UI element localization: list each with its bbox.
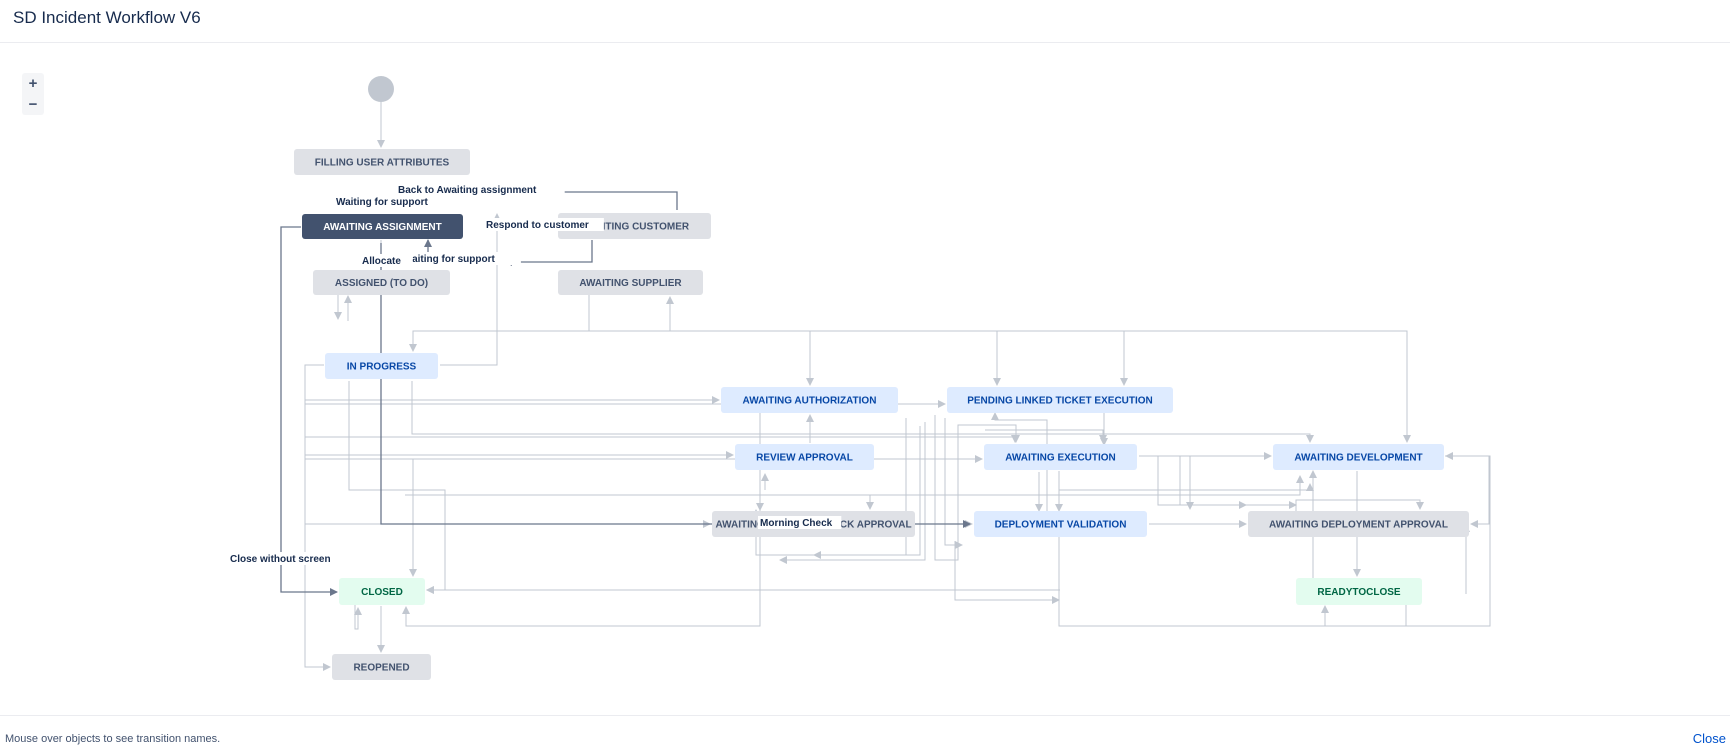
transition-label[interactable]: Respond to customer (486, 220, 589, 231)
transition-line (779, 422, 926, 564)
transition-line (954, 541, 1060, 604)
start-circle (368, 76, 394, 102)
status-awaiting-authorization[interactable]: AWAITING AUTHORIZATION (721, 387, 898, 413)
status-label: AWAITING AUTHORIZATION (743, 396, 877, 407)
transition-line (413, 330, 1411, 443)
zoom-out-button[interactable]: − (28, 96, 38, 113)
status-label: REOPENED (353, 663, 409, 674)
transition-line (1058, 452, 1491, 627)
transition-line (402, 413, 761, 627)
transition-label-bg (484, 218, 604, 231)
status-pending-linked[interactable]: PENDING LINKED TICKET EXECUTION (947, 387, 1173, 413)
close-button[interactable]: Close (1692, 731, 1726, 746)
status-deployment-validation[interactable]: DEPLOYMENT VALIDATION (974, 511, 1147, 537)
status-label: AWAITING EXECUTION (1005, 453, 1116, 464)
transition-label[interactable]: Close without screen (230, 554, 331, 565)
transition-line (813, 426, 921, 559)
status-reopened[interactable]: REOPENED (332, 654, 431, 680)
status-label: AWAITING CUSTOMER (580, 222, 690, 233)
status-label: AWAITING ASSIGNMENT (323, 222, 442, 233)
status-awaiting-supplier[interactable]: AWAITING SUPPLIER (558, 270, 703, 295)
transition-line (1295, 499, 1424, 511)
transition-line (944, 418, 963, 549)
zoom-in-button[interactable]: + (28, 75, 38, 92)
transition-line (305, 435, 1019, 443)
status-filling[interactable]: FILLING USER ATTRIBUTES (294, 149, 470, 175)
status-label: ASSIGNED (TO DO) (335, 278, 428, 289)
status-in-progress[interactable]: IN PROGRESS (325, 353, 438, 379)
status-label: CLOSED (361, 587, 403, 598)
zoom-controls: + − (22, 73, 44, 115)
status-label: IN PROGRESS (347, 362, 417, 373)
status-label: DEPLOYMENT VALIDATION (995, 520, 1127, 531)
status-label: AWAITING DEVELOPMENT (1294, 453, 1422, 464)
status-label: PENDING LINKED TICKET EXECUTION (967, 396, 1153, 407)
transition-line (413, 296, 674, 332)
workflow-diagram: FILLING USER ATTRIBUTES AWAITING ASSIGNME… (228, 76, 1491, 680)
transition-line (1321, 605, 1407, 627)
transition-line (1059, 483, 1314, 491)
transition-line (348, 381, 446, 594)
dialog-footer: Mouse over objects to see transition nam… (0, 715, 1730, 754)
transition-line-highlighted (504, 240, 593, 266)
transition-line-highlighted (539, 188, 678, 210)
transition-label-bg (228, 552, 354, 565)
status-awaiting-execution[interactable]: AWAITING EXECUTION (984, 444, 1137, 470)
status-label: AWAITING SUPPLIER (579, 278, 682, 289)
transition-label[interactable]: Morning Check (760, 518, 833, 529)
status-closed[interactable]: CLOSED (339, 578, 425, 605)
transition-label-bg (334, 195, 454, 208)
status-readytoclose[interactable]: READYTOCLOSE (1296, 578, 1422, 605)
transition-label[interactable]: Waiting for support (403, 254, 496, 265)
transition-label[interactable]: Back to Awaiting assignment (398, 185, 537, 196)
dialog-header: SD Incident Workflow V6 (0, 0, 1730, 43)
transition-label-bg (396, 183, 565, 196)
status-awaiting-assignment[interactable]: AWAITING ASSIGNMENT (302, 214, 463, 239)
transition-line (405, 494, 874, 510)
status-label: AWAITING DEPLOYMENT APPROVAL (1269, 520, 1448, 531)
status-assigned[interactable]: ASSIGNED (TO DO) (313, 270, 450, 295)
transition-label[interactable]: Allocate (362, 256, 401, 267)
transition-line-highlighted (280, 226, 338, 596)
status-awaiting-development[interactable]: AWAITING DEVELOPMENT (1273, 444, 1444, 470)
transition-label-bg (758, 516, 842, 529)
page-title: SD Incident Workflow V6 (13, 8, 201, 27)
transition-line (985, 429, 1107, 443)
transition-line (934, 415, 1020, 561)
status-review-approval[interactable]: REVIEW APPROVAL (735, 444, 874, 470)
transition-line (1157, 456, 1297, 509)
status-label: REVIEW APPROVAL (756, 453, 853, 464)
transition-line (409, 295, 590, 352)
transition-label[interactable]: Waiting for support (336, 197, 429, 208)
transition-line (304, 364, 331, 671)
status-label: FILLING USER ATTRIBUTES (315, 158, 450, 169)
status-label: READYTOCLOSE (1317, 587, 1400, 598)
transition-label-bg (360, 254, 413, 267)
transition-line (411, 381, 1314, 443)
status-awaiting-deployment-approval[interactable]: AWAITING DEPLOYMENT APPROVAL (1248, 511, 1469, 537)
transition-line (870, 475, 1304, 496)
transition-label-bg (401, 252, 521, 265)
footer-hint: Mouse over objects to see transition nam… (5, 733, 221, 745)
